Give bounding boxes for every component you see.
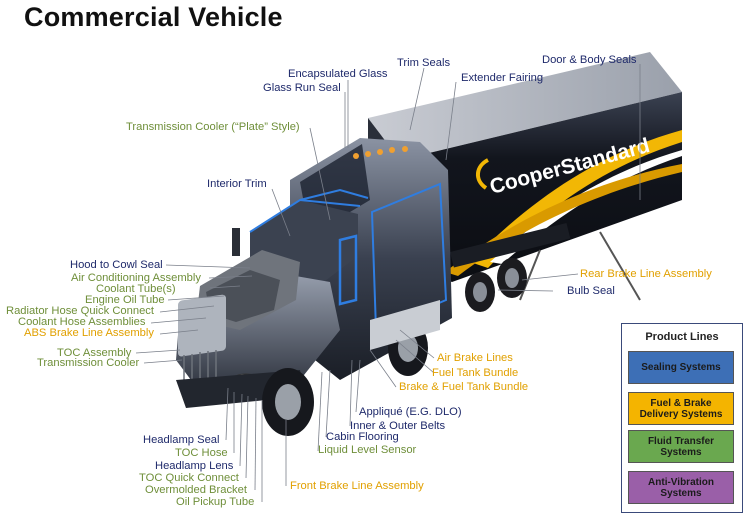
label-door-body-seals: Door & Body Seals: [542, 54, 637, 66]
label-hood-to-cowl-seal: Hood to Cowl Seal: [70, 259, 163, 271]
legend-item-label: Fluid Transfer Systems: [647, 435, 715, 458]
legend-sealing-systems: Sealing Systems: [628, 351, 734, 384]
legend-item-label: Anti-Vibration Systems: [648, 476, 714, 499]
label-headlamp-seal: Headlamp Seal: [143, 434, 220, 446]
label-bulb-seal: Bulb Seal: [567, 285, 615, 297]
product-lines-legend: Product Lines Sealing Systems Fuel & Bra…: [621, 323, 743, 513]
label-applique: Appliqué (E.G. DLO): [359, 406, 462, 418]
label-overmolded-bracket: Overmolded Bracket: [145, 484, 247, 496]
label-coolant-hose-assemblies: Coolant Hose Assemblies: [18, 316, 146, 328]
side-mirror: [232, 228, 240, 256]
door-seal-outline: [338, 234, 358, 306]
label-abs-brake-line-assembly: ABS Brake Line Assembly: [24, 327, 154, 339]
label-interior-trim: Interior Trim: [207, 178, 267, 190]
label-fuel-tank-bundle: Fuel Tank Bundle: [432, 367, 519, 379]
legend-fluid-transfer-systems: Fluid Transfer Systems: [628, 430, 734, 463]
label-brake-fuel-tank-bundle: Brake & Fuel Tank Bundle: [399, 381, 529, 393]
legend-item-label: Sealing Systems: [641, 362, 721, 373]
legend-title: Product Lines: [645, 331, 719, 343]
trailer-swoosh-yellow: [470, 130, 682, 268]
grille: [178, 294, 226, 357]
label-toc-assembly: TOC Assembly: [57, 347, 132, 359]
label-trim-seals: Trim Seals: [397, 57, 451, 69]
label-radiator-hose-quick-connect: Radiator Hose Quick Connect: [6, 305, 154, 317]
label-air-conditioning-assembly: Air Conditioning Assembly: [71, 272, 201, 284]
trailer-swoosh-orange: [445, 164, 682, 276]
legend-item-label: Fuel & Brake Delivery Systems: [639, 397, 723, 420]
label-transmission-cooler-plate: Transmission Cooler (“Plate” Style): [126, 121, 300, 133]
label-toc-hose: TOC Hose: [175, 447, 228, 459]
label-liquid-level-sensor: Liquid Level Sensor: [318, 444, 417, 456]
label-extender-fairing: Extender Fairing: [461, 72, 544, 84]
label-cabin-flooring: Cabin Flooring: [326, 431, 399, 443]
label-front-brake-line-assembly: Front Brake Line Assembly: [290, 480, 424, 492]
label-rear-brake-line-assembly: Rear Brake Line Assembly: [580, 268, 712, 280]
tractor-cab: [176, 138, 452, 436]
label-transmission-cooler: Transmission Cooler: [37, 357, 140, 369]
cooper-logo-icon: [476, 158, 490, 190]
label-oil-pickup-tube: Oil Pickup Tube: [176, 496, 255, 508]
label-coolant-tubes: Coolant Tube(s): [96, 283, 176, 295]
label-encapsulated-glass: Encapsulated Glass: [288, 68, 388, 80]
leader-lines: [135, 64, 641, 502]
label-toc-quick-connect: TOC Quick Connect: [139, 472, 239, 484]
fuel-tank: [370, 300, 440, 350]
label-headlamp-lens: Headlamp Lens: [155, 460, 234, 472]
label-inner-outer-belts: Inner & Outer Belts: [350, 420, 446, 432]
page-title: Commercial Vehicle: [24, 2, 283, 32]
label-air-brake-lines: Air Brake Lines: [437, 352, 513, 364]
label-glass-run-seal: Glass Run Seal: [263, 82, 341, 94]
legend-anti-vibration-systems: Anti-Vibration Systems: [628, 471, 734, 504]
label-engine-oil-tube: Engine Oil Tube: [85, 294, 165, 306]
legend-fuel-brake-delivery-systems: Fuel & Brake Delivery Systems: [628, 392, 734, 425]
